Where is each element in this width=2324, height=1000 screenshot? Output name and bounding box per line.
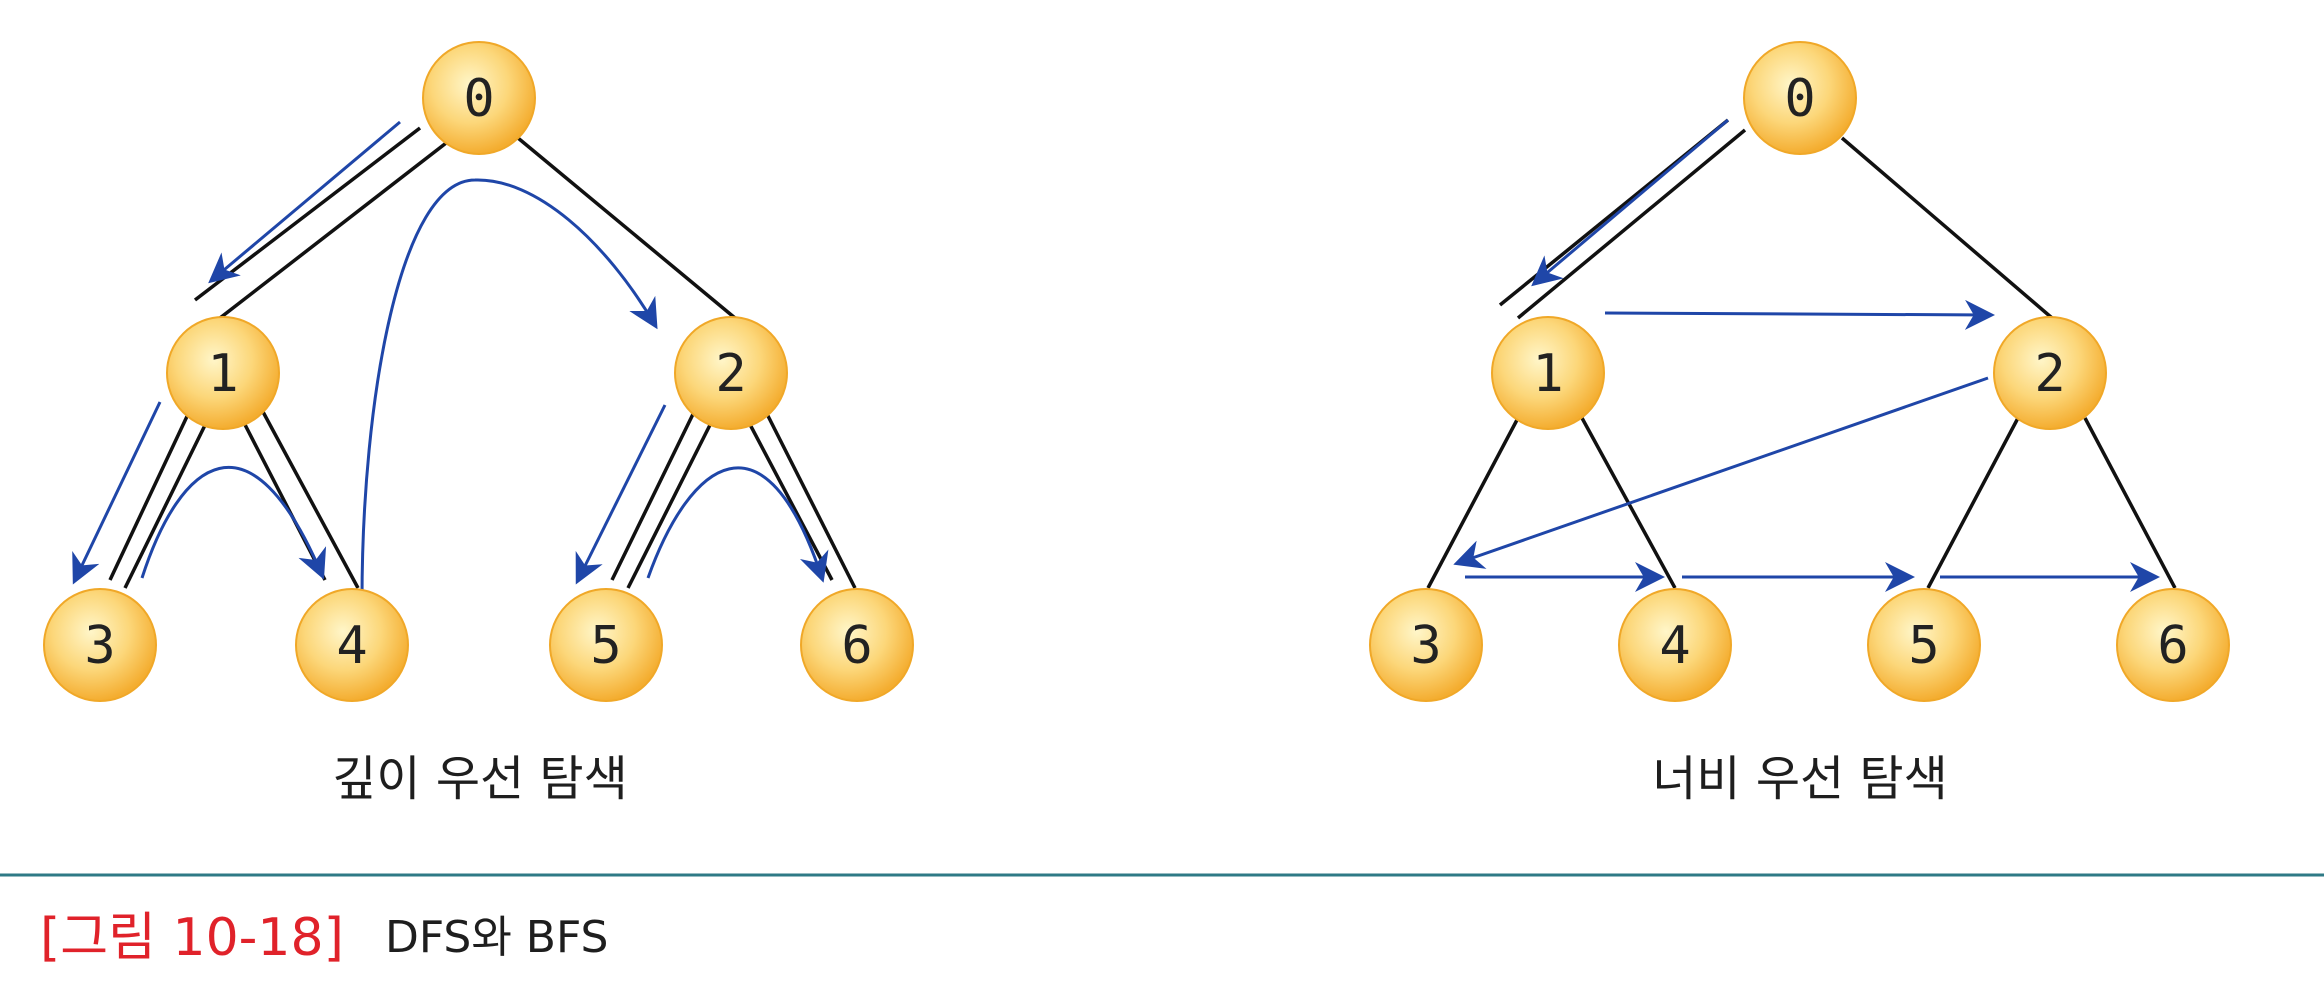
dfs-arrow-4-to-2: [360, 178, 658, 601]
bfs-edge-0-2: [1840, 136, 2054, 320]
bfs-edge-2-6: [2083, 417, 2177, 589]
bfs-traversal-arrows: [1453, 118, 2160, 592]
dfs-edge-1-3b: [123, 414, 212, 589]
bfs-node-0: 0: [1743, 41, 1857, 155]
dfs-edge-1-3a: [108, 409, 192, 581]
dfs-edge-0-1a: [193, 126, 422, 302]
bfs-node-3: 3: [1369, 588, 1483, 702]
dfs-arrow-1-to-3: [72, 401, 162, 585]
bfs-node-label: 1: [1532, 344, 1563, 404]
bfs-arrow-0-to-1: [1531, 118, 1729, 287]
dfs-node-label: 2: [715, 344, 746, 404]
bfs-node-label: 4: [1659, 616, 1690, 676]
dfs-node-5: 5: [549, 588, 663, 702]
bfs-node-label: 5: [1908, 616, 1939, 676]
dfs-edge-1-4b: [260, 409, 360, 589]
bfs-node-label: 6: [2157, 616, 2188, 676]
dfs-arrow-2-to-5: [575, 404, 667, 585]
dfs-edge-2-6a: [743, 414, 834, 581]
dfs-arrow-3-to-4: [140, 465, 327, 580]
dfs-edge-2-5b: [626, 414, 717, 589]
dfs-node-0: 0: [422, 41, 536, 155]
dfs-node-4: 4: [295, 588, 409, 702]
bfs-diagram: 0 1 2 3 4 5 6 너비 우선 탐색: [1369, 41, 2230, 807]
dfs-edge-0-2: [516, 136, 737, 320]
dfs-node-label: 4: [336, 616, 367, 676]
dfs-edge-0-1b: [218, 138, 452, 320]
bfs-node-label: 2: [2034, 344, 2065, 404]
bfs-node-1: 1: [1491, 316, 1605, 430]
bfs-title: 너비 우선 탐색: [1652, 751, 1947, 807]
dfs-node-1: 1: [166, 316, 280, 430]
dfs-edge-2-5a: [610, 409, 697, 581]
dfs-edge-2-6b: [763, 409, 857, 589]
bfs-arrow-2-to-3: [1453, 376, 1989, 569]
bfs-arrow-1-to-2: [1604, 299, 1995, 330]
dfs-node-3: 3: [43, 588, 157, 702]
dfs-arrow-0-to-1: [208, 120, 401, 284]
dfs-node-label: 5: [590, 616, 621, 676]
dfs-node-label: 1: [207, 344, 238, 404]
figure-caption: DFS와 BFS: [385, 912, 608, 963]
dfs-node-label: 0: [463, 69, 494, 129]
bfs-node-6: 6: [2116, 588, 2230, 702]
dfs-arrow-5-to-6: [646, 466, 829, 583]
bfs-edge-2-5: [1926, 417, 2020, 589]
bfs-node-label: 0: [1784, 69, 1815, 129]
bfs-node-4: 4: [1618, 588, 1732, 702]
bfs-node-2: 2: [1993, 316, 2107, 430]
dfs-node-label: 6: [841, 616, 872, 676]
dfs-node-6: 6: [800, 588, 914, 702]
bfs-edge-0-1a: [1516, 128, 1747, 320]
dfs-diagram: 0 1 2 3 4 5 6 깊이 우선 탐색: [43, 41, 914, 807]
bfs-node-5: 5: [1867, 588, 1981, 702]
dfs-node-label: 3: [84, 616, 115, 676]
dfs-traversal-arrows: [72, 120, 829, 601]
bfs-node-label: 3: [1410, 616, 1441, 676]
dfs-title: 깊이 우선 탐색: [332, 751, 627, 807]
dfs-node-2: 2: [674, 316, 788, 430]
bfs-edge-1-3: [1426, 417, 1520, 589]
figure-number: [그림 10-18]: [40, 908, 344, 968]
